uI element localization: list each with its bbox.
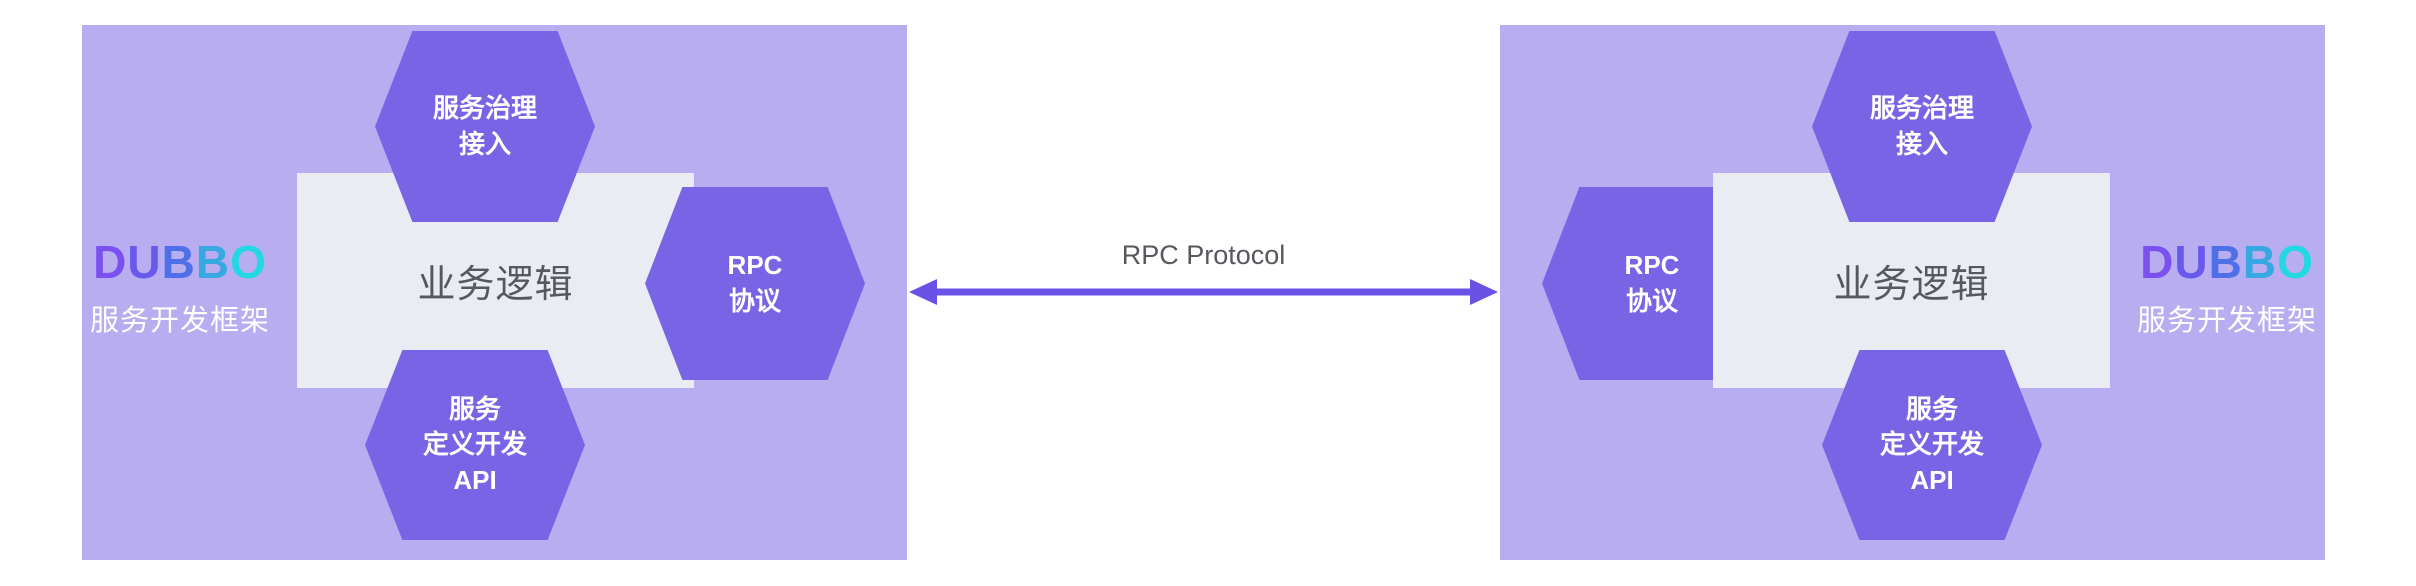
service-governance-line1: 服务治理 bbox=[1869, 93, 1974, 124]
dubbo-logo-subtitle: 服务开发框架 bbox=[90, 305, 271, 337]
service-governance-hexagon: 服务治理 接入 bbox=[1812, 31, 2032, 222]
service-governance-line1: 服务治理 bbox=[432, 93, 537, 124]
service-governance-line2: 接入 bbox=[1895, 128, 1948, 159]
service-definition-api-hexagon: 服务 定义开发 API bbox=[365, 350, 585, 540]
dubbo-logo-subtitle: 服务开发框架 bbox=[2137, 305, 2318, 337]
dubbo-logo: DUBBO bbox=[2140, 236, 2314, 288]
rpc-protocol-line2: 协议 bbox=[728, 285, 781, 316]
service-definition-api-hexagon: 服务 定义开发 API bbox=[1822, 350, 2042, 540]
service-governance-line2: 接入 bbox=[458, 128, 511, 159]
service-definition-line2: 定义开发 bbox=[1879, 429, 1984, 460]
service-definition-line2: 定义开发 bbox=[422, 429, 527, 460]
business-logic-label: 业务逻辑 bbox=[417, 264, 574, 306]
dubbo-framework-panel-left: DUBBO 服务开发框架 业务逻辑 服务治理 接入 RPC 协议 服务 定义开发… bbox=[82, 25, 907, 560]
dubbo-logo: DUBBO bbox=[93, 236, 267, 288]
dubbo-framework-panel-right: RPC 协议 业务逻辑 服务治理 接入 服务 定义开发 API DUBBO 服务… bbox=[1500, 25, 2325, 560]
service-governance-hexagon: 服务治理 接入 bbox=[375, 31, 595, 222]
rpc-protocol-hexagon: RPC 协议 bbox=[645, 187, 865, 380]
rpc-protocol-connector-label: RPC Protocol bbox=[1121, 240, 1286, 270]
business-logic-label: 业务逻辑 bbox=[1833, 264, 1990, 306]
rpc-protocol-line1: RPC bbox=[1624, 250, 1680, 281]
rpc-protocol-line2: 协议 bbox=[1625, 285, 1678, 316]
dubbo-logo-block: DUBBO 服务开发框架 bbox=[2137, 239, 2317, 339]
service-definition-line3: API bbox=[453, 464, 497, 495]
service-definition-line3: API bbox=[1910, 464, 1954, 495]
service-definition-line1: 服务 bbox=[448, 394, 501, 425]
rpc-connector: RPC Protocol bbox=[907, 0, 1500, 586]
double-arrow-icon bbox=[909, 279, 1498, 305]
service-definition-line1: 服务 bbox=[1905, 394, 1958, 425]
rpc-protocol-line1: RPC bbox=[727, 250, 783, 281]
dubbo-logo-block: DUBBO 服务开发框架 bbox=[90, 239, 270, 339]
